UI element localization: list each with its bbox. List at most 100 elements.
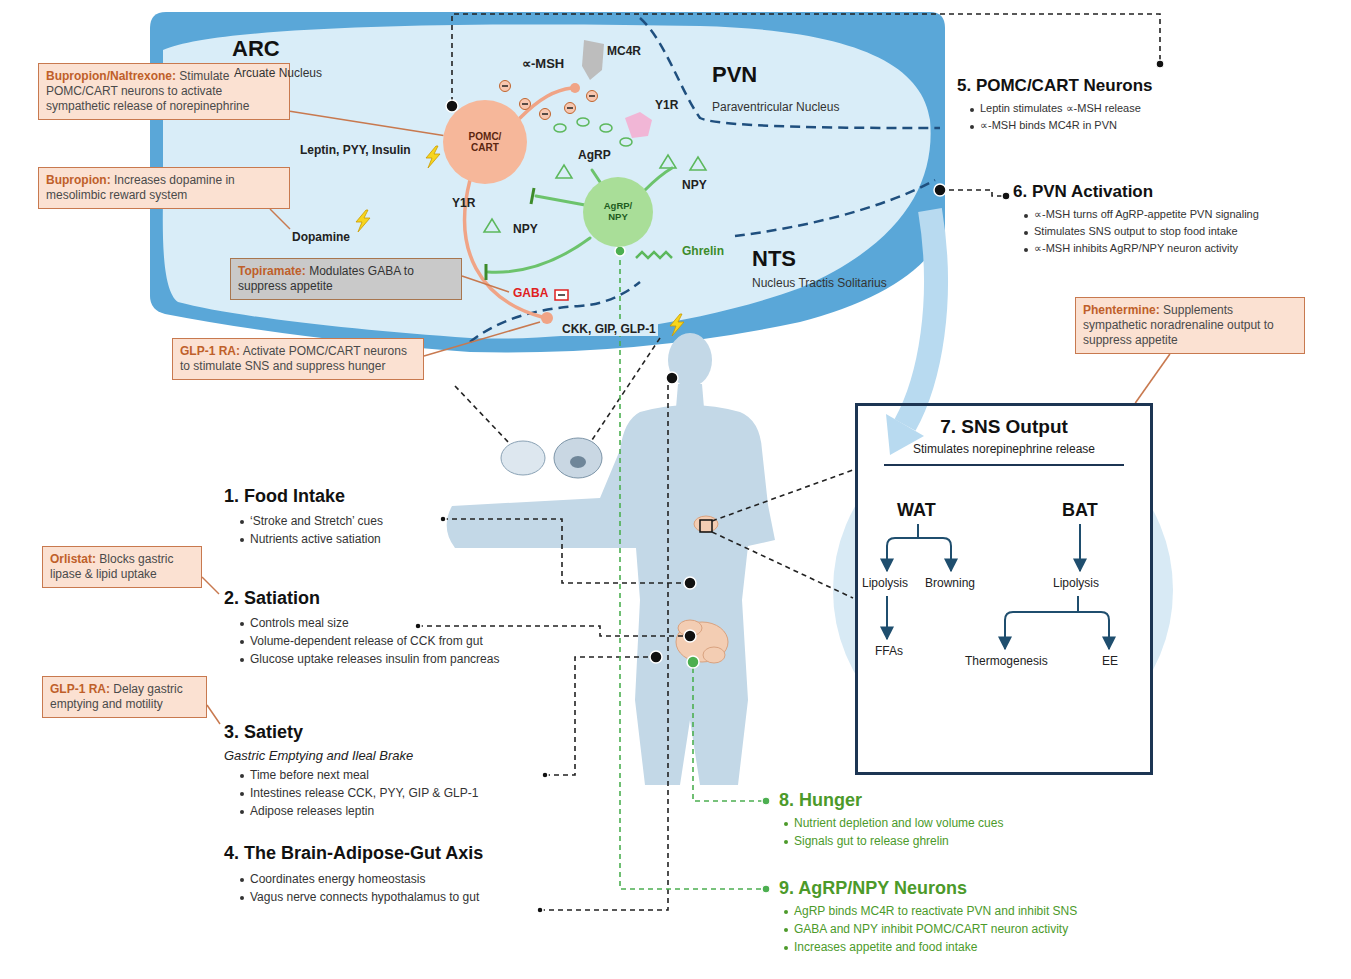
bullet-point: Adipose releases leptin	[238, 804, 374, 818]
drug-callout: Phentermine: Supplements sympathetic nor…	[1075, 297, 1305, 354]
separator-line	[884, 464, 1124, 466]
signal-label: ∝-MSH	[522, 56, 564, 72]
sns-flow-arrow	[918, 538, 951, 571]
sns-flow-arrow	[1079, 524, 1081, 571]
neuron-label: AgRP/ NPY	[598, 201, 638, 223]
signal-label: Ghrelin	[682, 244, 724, 258]
sns-flow-arrow	[917, 524, 919, 538]
callout-text: GLP-1 RA: Delay gastric emptying and mot…	[50, 682, 199, 712]
inhibition-bar	[531, 188, 534, 204]
hunger-dot	[762, 797, 770, 805]
bullet-point: Stimulates SNS output to stop food intak…	[1022, 225, 1238, 238]
region-boundary	[735, 180, 935, 236]
signal-label: MC4R	[607, 44, 641, 58]
callout-leader	[202, 209, 540, 724]
bullet-point: Coordinates energy homeostasis	[238, 872, 425, 886]
callout-connector	[1135, 354, 1170, 403]
tissue-name: BAT	[1062, 500, 1098, 522]
ghrelin-squiggle	[636, 252, 672, 258]
drug-name: GLP-1 RA:	[180, 344, 240, 358]
signal-label: CKK, GIP, GLP-1	[560, 322, 658, 336]
hunger-dot	[762, 885, 770, 893]
bullet-point: Time before next meal	[238, 768, 369, 782]
gaba-symbol	[558, 294, 565, 296]
process-term: FFAs	[875, 644, 903, 658]
box-heading: 7. SNS Output	[858, 416, 1150, 438]
sns-flow-arrow	[1078, 612, 1109, 649]
drug-callout: Bupropion: Increases dopamine in mesolim…	[38, 167, 290, 209]
callout-leader	[270, 209, 290, 229]
step-heading: 6. PVN Activation	[1013, 182, 1153, 202]
connection-dot	[537, 907, 543, 913]
human-body	[447, 405, 775, 785]
callout-leader	[462, 276, 509, 292]
pomc-axon	[520, 88, 572, 118]
step-heading: 8. Hunger	[779, 790, 862, 812]
connection-dot	[684, 630, 696, 642]
signal-label: Dopamine	[292, 230, 350, 244]
neuron-name: POMC/ CART	[463, 131, 507, 154]
leader-dashed	[540, 384, 668, 910]
step-heading: 2. Satiation	[224, 588, 320, 610]
axon-terminal	[570, 83, 580, 93]
msh-molecule	[542, 113, 548, 115]
step-heading: 5. POMC/CART Neurons	[957, 76, 1153, 96]
hunger-dashed	[620, 251, 762, 889]
bullet-point: Glucose uptake releases insulin from pan…	[238, 652, 499, 666]
receptor	[582, 40, 652, 138]
region-subtitle: Paraventricular Nucleus	[712, 100, 839, 114]
callout-leader	[207, 705, 220, 724]
process-term: Lipolysis	[862, 576, 908, 590]
hunger-dot	[615, 246, 770, 893]
drug-callout: Topiramate: Modulates GABA to suppress a…	[230, 258, 462, 300]
signal-label: Leptin, PYY, Insulin	[300, 143, 411, 157]
msh-molecule	[522, 103, 528, 105]
bullet-point: ∝-MSH binds MC4R in PVN	[968, 119, 1117, 132]
signal-label: Y1R	[655, 98, 678, 112]
process-term: Browning	[925, 576, 975, 590]
ghrelin-squiggle	[636, 252, 672, 258]
step-heading: 9. AgRP/NPY Neurons	[779, 878, 967, 900]
bullet-point: Vagus nerve connects hypothalamus to gut	[238, 890, 479, 904]
lightning-bolt	[670, 314, 684, 336]
connection-dot	[440, 516, 446, 522]
lightning-bolt	[356, 146, 684, 336]
bullet-point: ∝-MSH turns off AgRP-appetite PVN signal…	[1022, 208, 1259, 221]
inhibition-bar	[485, 264, 488, 280]
region-name: ARC	[232, 36, 280, 62]
bullet-point: ‘Stroke and Stretch’ cues	[238, 514, 383, 528]
hunger-dot	[687, 656, 699, 668]
agrp-projection	[592, 170, 600, 182]
callout-connector	[290, 111, 444, 135]
box-subheading: Stimulates norepinephrine release	[858, 442, 1150, 456]
region-subtitle: Arcuate Nucleus	[234, 66, 322, 80]
bullet-point: Nutrient depletion and low volume cues	[782, 816, 1003, 830]
neuron-label: POMC/ CART	[463, 131, 507, 154]
small-brain-icon	[501, 441, 545, 475]
sns-flow-arrow	[1005, 612, 1078, 649]
npy-peptide	[690, 157, 706, 170]
sns-flow-arrow	[887, 524, 1109, 649]
small-brain-icon	[501, 438, 602, 478]
bullet-point: Intestines release CCK, PYY, GIP & GLP-1	[238, 786, 478, 800]
connection-dot	[1156, 60, 1164, 68]
neuron-circle: POMC/ CART	[443, 100, 527, 184]
human-body	[676, 384, 704, 408]
region-boundary	[640, 18, 940, 128]
region-boundary	[470, 18, 940, 342]
npy-peptide	[660, 155, 676, 168]
step-heading: 1. Food Intake	[224, 486, 345, 508]
bullet-point: GABA and NPY inhibit POMC/CART neuron ac…	[782, 922, 1068, 936]
human-body	[447, 333, 775, 785]
callout-text: Topiramate: Modulates GABA to suppress a…	[238, 264, 454, 294]
bullet-point: Volume-dependent release of CCK from gut	[238, 634, 483, 648]
leader-dashed	[443, 519, 684, 583]
connection-dot	[666, 372, 678, 384]
drug-name: Bupropion:	[46, 173, 111, 187]
region-subtitle: Nucleus Tractis Solitarius	[752, 276, 887, 290]
leader-dashed	[712, 532, 853, 598]
bullet-point: Increases appetite and food intake	[782, 940, 977, 954]
agrp-peptide	[577, 118, 589, 126]
drug-name: Phentermine:	[1083, 303, 1160, 317]
